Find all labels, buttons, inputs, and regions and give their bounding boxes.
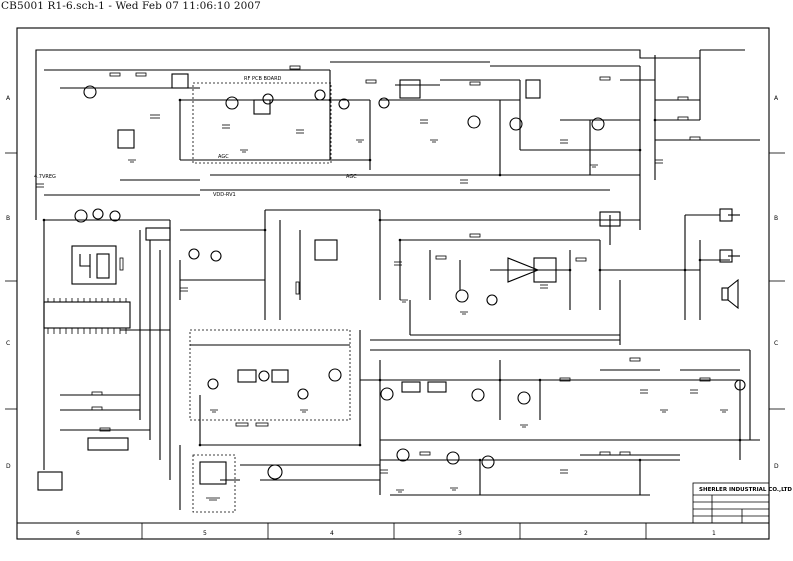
- ic-blocks: [37, 73, 621, 491]
- connector-box: [192, 454, 236, 513]
- ic-pins: [47, 298, 127, 334]
- col-label-6: 6: [76, 530, 80, 537]
- resistors: [91, 65, 711, 456]
- op-amp: [507, 257, 557, 283]
- col-label-3: 3: [458, 530, 462, 537]
- capacitors: [36, 114, 698, 474]
- label-agc-left: AGC: [218, 154, 229, 160]
- title-block-company: SHERLER INDUSTRIAL CO.,LTD: [699, 487, 792, 493]
- rf-pcb-board-box: [192, 82, 332, 164]
- ground-symbols: [128, 139, 728, 501]
- row-label-a-left: A: [6, 95, 11, 102]
- title-block: [692, 482, 770, 524]
- seven-segment-display: [71, 245, 117, 285]
- row-label-c-left: C: [6, 340, 10, 347]
- outer-frame: [16, 27, 770, 540]
- right-connectors: [719, 208, 740, 263]
- row-label-b-right: B: [774, 215, 778, 222]
- label-rf-pcb-board: RF PCB BOARD: [244, 76, 282, 82]
- row-ticks: [5, 152, 785, 410]
- row-label-d-right: D: [774, 463, 779, 470]
- col-label-2: 2: [584, 530, 588, 537]
- row-label-b-left: B: [6, 215, 10, 222]
- column-ticks: [141, 523, 647, 539]
- row-label-c-right: C: [774, 340, 778, 347]
- speaker: [721, 278, 739, 310]
- label-agc-right: AGC: [346, 174, 357, 180]
- junction-dots: [42, 98, 742, 462]
- row-label-a-right: A: [774, 95, 779, 102]
- sub-board-box: [189, 329, 351, 421]
- label-vdd-rv1: VDD-RV1: [213, 192, 236, 198]
- transistors: [74, 85, 746, 480]
- col-label-5: 5: [203, 530, 207, 537]
- window-title: CB5001 R1-6.sch-1 - Wed Feb 07 11:06:10 …: [1, 0, 261, 12]
- label-4v7reg: 4.7VREG: [34, 174, 56, 180]
- col-label-4: 4: [330, 530, 334, 537]
- row-label-d-left: D: [6, 463, 11, 470]
- wire-network: [35, 49, 760, 510]
- col-label-1: 1: [712, 530, 716, 537]
